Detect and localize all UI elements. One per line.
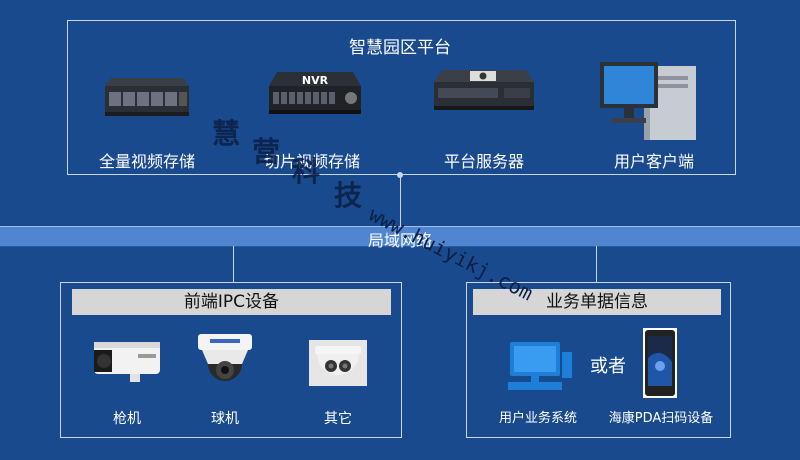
watermark-char-4: 技 [334,179,363,212]
watermark-char-2: 营 [252,135,281,168]
nvr-badge: NVR [302,74,329,87]
business-label-system: 用户业务系统 [498,411,577,426]
watermark-char-1: 慧 [212,117,241,150]
platform-title: 智慧园区平台 [349,38,451,58]
ipc-label-bullet: 枪机 [113,411,141,427]
platform-connector [400,175,401,227]
bullet-camera-icon [90,336,164,386]
pda-scanner-icon [641,328,679,398]
or-text: 或者 [590,356,626,377]
business-title: 业务单据信息 [473,289,721,315]
device-label-full-storage: 全量视频存储 [98,152,195,171]
ipc-label-dome: 球机 [211,411,239,427]
lan-bar [0,226,800,247]
dome-camera-icon [194,330,256,392]
ipc-title: 前端IPC设备 [72,289,391,315]
connector-node [397,172,403,178]
device-label-slice-storage: 切片视频存储 [263,152,360,171]
watermark-char-3: 科 [292,155,321,188]
computer-icon [504,340,574,392]
device-label-platform-server: 平台服务器 [443,152,524,171]
platform-server-icon [432,66,536,122]
ipc-connector [233,246,234,282]
ipc-box [60,282,402,438]
storage-server-icon [103,72,191,122]
turret-camera-icon [307,338,369,388]
business-box [466,282,731,438]
business-label-pda: 海康PDA扫码设备 [608,411,714,426]
nvr-icon: NVR [263,68,363,124]
ipc-label-other: 其它 [324,411,352,427]
device-label-user-client: 用户客户端 [613,152,694,171]
lan-label: 局域网络 [367,231,432,250]
desktop-pc-icon [598,58,698,142]
business-connector [596,246,597,282]
